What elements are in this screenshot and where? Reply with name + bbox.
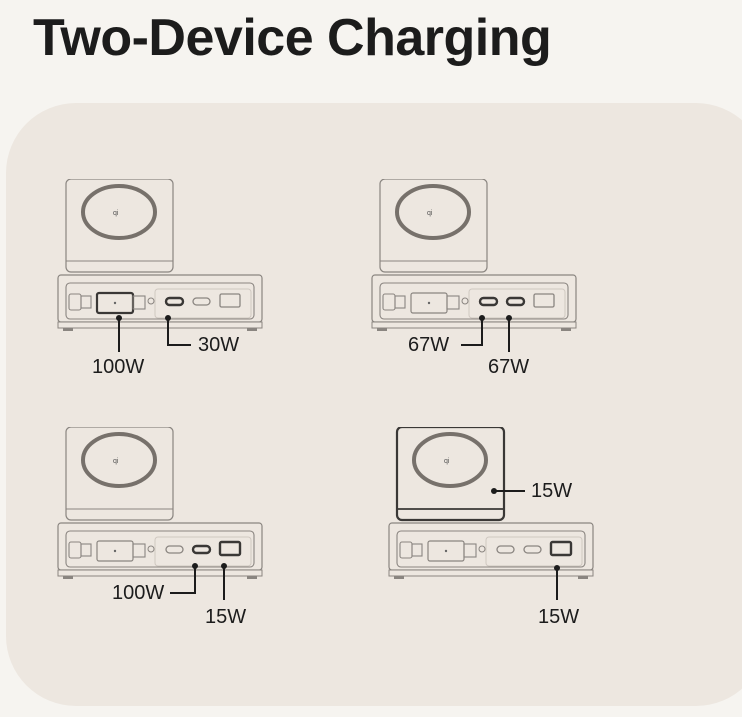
usb-c-cable-plug [68,540,146,562]
charger-illustration: qi [388,425,594,579]
usb-c-port-2 [523,545,542,554]
power-label-67w-a: 67W [408,334,450,356]
leader-line [461,344,483,346]
leader-line [494,490,525,492]
charger-illustration: qi [371,178,577,331]
charger-device-4: qi [388,425,598,583]
usb-c-port-2 [192,297,211,306]
qi-ring-icon [81,184,157,240]
charger-base [371,274,577,331]
usb-c-port-2 [505,296,526,307]
wireless-pad: qi [379,178,488,273]
qi-ring-icon [81,432,157,488]
wireless-pad: qi [65,178,174,273]
wireless-pad: qi [395,425,506,522]
charger-device-2: qi [371,178,581,335]
leader-line [481,318,483,345]
usb-a-port [218,540,242,557]
footer-strip [0,706,742,717]
usb-a-port [219,293,241,308]
charger-base [57,274,263,331]
qi-ring-icon [412,432,488,488]
qi-ring-icon [395,184,471,240]
charger-base [388,522,594,579]
qi-logo-icon: qi [113,458,119,465]
power-label-100w: 100W [92,356,145,378]
leader-line [508,318,510,352]
usb-c-port-2 [191,544,212,555]
leader-line [167,344,191,346]
power-label-15w: 15W [205,606,247,628]
usb-c-port-1 [496,545,515,554]
leader-line [556,568,558,600]
qi-logo-icon: qi [444,458,450,465]
usb-c-port-1 [478,296,499,307]
power-label-15w-wireless: 15W [531,480,573,502]
usb-a-port [533,293,555,308]
charger-device-1: qi [57,178,267,335]
usb-a-port [549,540,573,557]
power-label-30w: 30W [198,334,240,356]
leader-line [167,318,169,345]
charger-illustration: qi [57,178,263,331]
wireless-pad: qi [65,426,174,521]
usb-c-port-1 [164,296,185,307]
leader-line [118,318,120,352]
charger-illustration: qi [57,426,263,579]
power-label-100w: 100W [112,582,165,604]
qi-logo-icon: qi [427,210,433,217]
usb-c-cable-plug [382,292,460,314]
page-title: Two-Device Charging [33,9,552,67]
usb-c-port-1 [165,545,184,554]
leader-line [170,592,196,594]
power-label-67w-b: 67W [488,356,530,378]
usb-c-cable-plug [399,540,477,562]
power-label-15w-usba: 15W [538,606,580,628]
charger-base [57,522,263,579]
leader-line [223,566,225,600]
leader-line [194,566,196,593]
usb-c-cable-plug [68,291,146,315]
charger-device-3: qi [57,426,267,583]
qi-logo-icon: qi [113,210,119,217]
